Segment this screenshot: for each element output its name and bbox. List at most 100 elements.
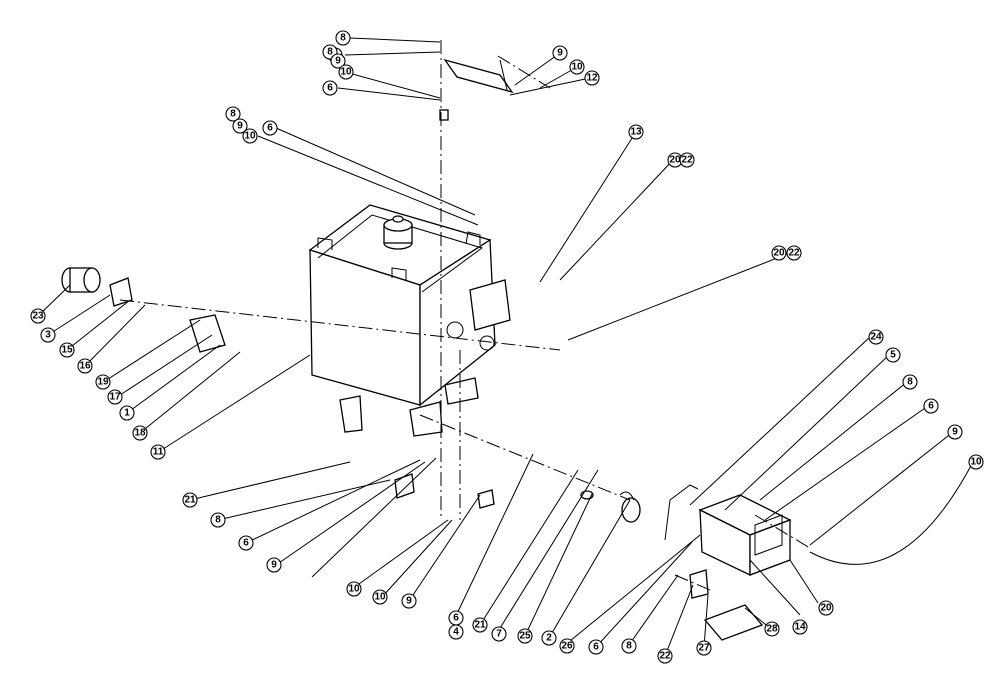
callout-bubble: 22 — [657, 648, 673, 664]
callout-number: 5 — [890, 350, 896, 361]
leader-lines — [37, 37, 974, 657]
callout-bubble: 8 — [902, 374, 918, 390]
callout-bubble: 22 — [786, 245, 802, 261]
callout-number: 9 — [237, 121, 243, 132]
callout-bubble: 16 — [77, 358, 93, 374]
callout-bubble: 8 — [621, 638, 637, 654]
callout-bubble: 20 — [771, 245, 787, 261]
callout-bubble: 1 — [119, 405, 135, 421]
callout-number: 20 — [773, 248, 785, 259]
callout-bubble: 6 — [238, 535, 254, 551]
callout-number: 8 — [327, 47, 333, 58]
callout-circle — [657, 648, 673, 664]
callout-bubble: 19 — [95, 374, 111, 390]
callout-bubble: 26 — [559, 638, 575, 654]
callout-number: 16 — [79, 361, 91, 372]
callout-number: 23 — [32, 311, 44, 322]
callout-number: 8 — [230, 109, 236, 120]
callout-circle — [621, 638, 637, 654]
callout-number: 17 — [109, 392, 121, 403]
callout-circle — [569, 59, 585, 75]
callout-bubble: 10 — [372, 589, 388, 605]
callout-number: 2 — [546, 633, 552, 644]
callout-number: 9 — [271, 560, 277, 571]
callout-circle — [77, 358, 93, 374]
callout-number: 18 — [134, 428, 146, 439]
callout-bubble: 21 — [472, 617, 488, 633]
callout-bubble: 10 — [242, 128, 258, 144]
callout-circle — [401, 593, 417, 609]
battery-box — [664, 484, 792, 641]
callout-bubble: 22 — [679, 152, 695, 168]
callout-bubble: 11 — [150, 444, 166, 460]
callout-number: 13 — [630, 127, 642, 138]
callout-bubble: 9 — [232, 118, 248, 134]
callout-circle — [225, 106, 241, 122]
callout-circle — [517, 628, 533, 644]
callout-number: 21 — [474, 620, 486, 631]
callout-circle — [262, 120, 278, 136]
callout-number: 6 — [593, 642, 599, 653]
callout-number: 8 — [340, 33, 346, 44]
callout-circle — [238, 535, 254, 551]
callout-bubble: 9 — [552, 45, 568, 61]
callout-circle — [868, 329, 884, 345]
callout-circle — [338, 64, 354, 80]
callout-number: 6 — [243, 538, 249, 549]
callout-circle — [30, 308, 46, 324]
callout-number: 22 — [681, 155, 693, 166]
callout-bubble: 9 — [330, 53, 346, 69]
callout-number: 8 — [626, 641, 632, 652]
callout-circle — [266, 557, 282, 573]
callout-bubble: 10 — [346, 581, 362, 597]
callout-number: 22 — [788, 248, 800, 259]
callout-number: 3 — [45, 330, 51, 341]
callout-number: 15 — [61, 345, 73, 356]
callout-bubble: 5 — [885, 347, 901, 363]
callout-circle — [472, 617, 488, 633]
callout-circle — [628, 124, 644, 140]
callout-circle — [232, 118, 248, 134]
callout-circle — [59, 342, 75, 358]
callout-circle — [902, 374, 918, 390]
callout-number: 10 — [348, 584, 360, 595]
callout-number: 9 — [406, 596, 412, 607]
callout-circle — [968, 454, 984, 470]
callout-circle — [947, 424, 963, 440]
callout-number: 28 — [766, 624, 778, 635]
callout-bubble: 6 — [448, 610, 464, 626]
callout-bubble: 8 — [225, 106, 241, 122]
callout-number: 26 — [561, 641, 573, 652]
callout-number: 6 — [267, 123, 273, 134]
callout-number: 1 — [124, 408, 130, 419]
callout-bubble: 23 — [30, 308, 46, 324]
callout-bubble: 4 — [448, 624, 464, 640]
callout-number: 11 — [153, 447, 164, 458]
callout-circle — [335, 30, 351, 46]
callout-number: 19 — [97, 377, 109, 388]
callout-bubble: 18 — [132, 425, 148, 441]
callout-circle — [448, 624, 464, 640]
callout-circle — [119, 405, 135, 421]
callout-bubble: 6 — [588, 639, 604, 655]
callout-circle — [95, 374, 111, 390]
callout-circle — [541, 630, 557, 646]
callout-circle — [322, 80, 338, 96]
callout-number: 24 — [870, 332, 882, 343]
callout-bubble: 8 — [335, 30, 351, 46]
callout-bubble: 3 — [40, 327, 56, 343]
callout-number: 8 — [907, 377, 913, 388]
callout-bubble: 20 — [667, 152, 683, 168]
callout-number: 27 — [698, 643, 710, 654]
callout-bubble: 8 — [210, 512, 226, 528]
callout-number: 10 — [970, 457, 982, 468]
callout-bubble: 24 — [868, 329, 884, 345]
callout-circle — [786, 245, 802, 261]
callout-bubble: 14 — [792, 619, 808, 635]
callout-circle — [491, 626, 507, 642]
callout-bubble: 12 — [584, 70, 600, 86]
callout-bubble: 20 — [818, 600, 834, 616]
callout-bubble: 6 — [262, 120, 278, 136]
callout-number: 22 — [659, 651, 671, 662]
callout-number: 20 — [669, 155, 681, 166]
